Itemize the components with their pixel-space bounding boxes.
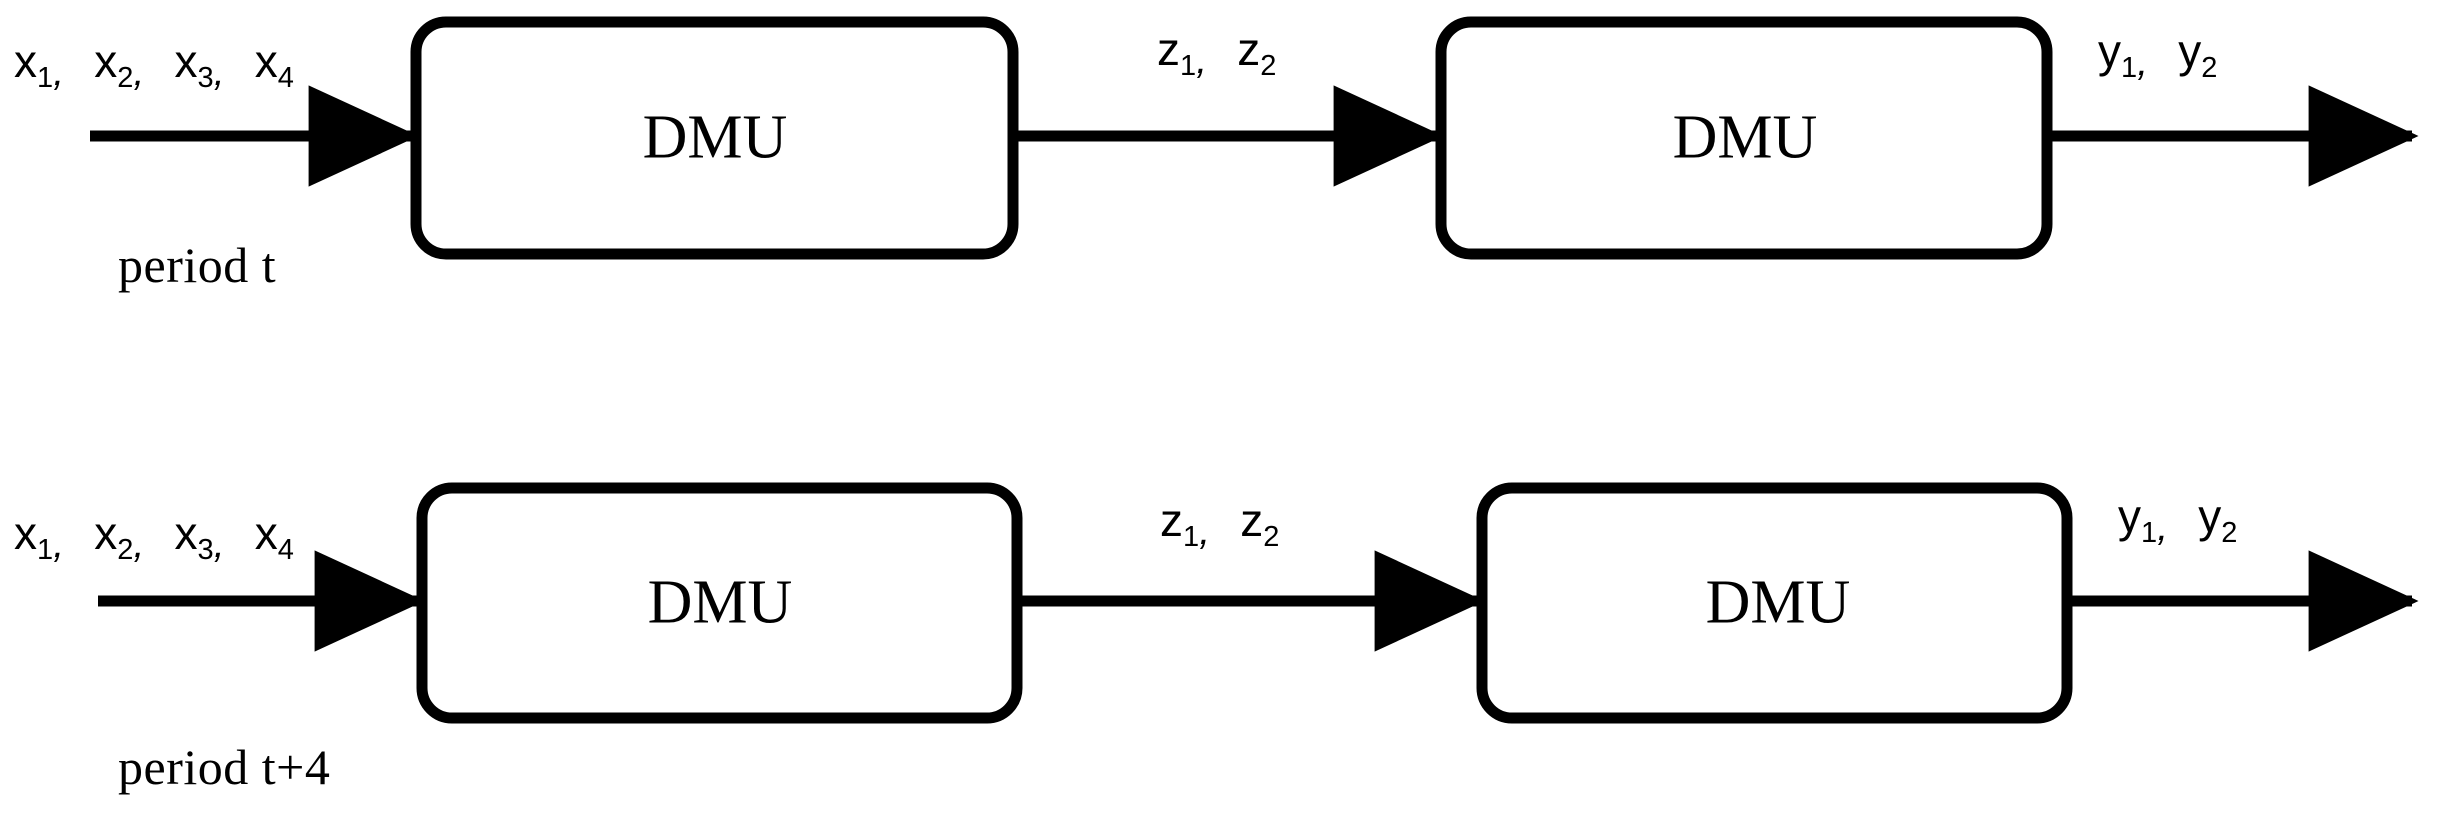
comma-icon: , — [213, 50, 225, 94]
row2-intermediate-label: z1,z2 — [1160, 494, 1279, 552]
row1-inter-sub-2: 2 — [1260, 50, 1277, 82]
row1-input-sub-3: 3 — [197, 62, 214, 94]
row2-input-sub-4: 4 — [277, 534, 294, 566]
row1-period-text: period t — [118, 237, 277, 293]
row1-input-sub-4: 4 — [277, 62, 294, 94]
row2-output-var-1: y — [2118, 490, 2141, 542]
row1-inter-var-1: z — [1157, 23, 1180, 75]
row2-input-sub-3: 3 — [197, 534, 214, 566]
row1-input-var-1: x — [14, 35, 37, 87]
row1-output-label: y1,y2 — [2098, 25, 2217, 83]
row1-stage2-label: DMU — [1672, 103, 1818, 172]
row1-input-var-2: x — [94, 35, 118, 87]
row2-output-sub-1: 1 — [2141, 517, 2158, 549]
row2-input-var-1: x — [14, 507, 37, 559]
row1-output-var-2: y — [2178, 25, 2202, 77]
comma-icon: , — [133, 50, 145, 94]
row1-inter-var-2: z — [1237, 23, 1261, 75]
row1-input-var-4: x — [254, 35, 278, 87]
row1-stage1-label: DMU — [642, 103, 788, 172]
row1-inter-sub-1: 1 — [1180, 50, 1197, 82]
comma-icon: , — [1199, 509, 1211, 553]
row2-stage2-label: DMU — [1705, 568, 1851, 637]
row1-output-var-1: y — [2098, 25, 2121, 77]
row2-inter-var-2: z — [1240, 494, 1264, 546]
comma-icon: , — [53, 522, 65, 566]
row2-stage1-label: DMU — [647, 568, 793, 637]
row2-input-var-3: x — [174, 507, 198, 559]
comma-icon: , — [2157, 505, 2169, 549]
row1-period-label: period t — [118, 240, 276, 290]
row1-input-sub-2: 2 — [117, 62, 134, 94]
comma-icon: , — [1196, 38, 1208, 82]
row2-inter-var-1: z — [1160, 494, 1183, 546]
row1-intermediate-label: z1,z2 — [1157, 23, 1276, 81]
row2-input-label: x1,x2,x3,x4 — [14, 507, 294, 565]
row1-output-sub-2: 2 — [2201, 52, 2218, 84]
row1-input-var-3: x — [174, 35, 198, 87]
row2-input-sub-1: 1 — [37, 534, 54, 566]
row2-output-sub-2: 2 — [2221, 517, 2238, 549]
row2-input-var-2: x — [94, 507, 118, 559]
comma-icon: , — [213, 522, 225, 566]
comma-icon: , — [53, 50, 65, 94]
row2-input-sub-2: 2 — [117, 534, 134, 566]
row1-input-sub-1: 1 — [37, 62, 54, 94]
row2-output-label: y1,y2 — [2118, 490, 2237, 548]
row1-output-sub-1: 1 — [2121, 52, 2138, 84]
row2-input-var-4: x — [254, 507, 278, 559]
row2-inter-sub-2: 2 — [1263, 521, 1280, 553]
comma-icon: , — [2137, 40, 2149, 84]
row2-inter-sub-1: 1 — [1183, 521, 1200, 553]
row2-period-text: period t+4 — [118, 739, 331, 795]
comma-icon: , — [133, 522, 145, 566]
row2-period-label: period t+4 — [118, 742, 330, 792]
row1-input-label: x1,x2,x3,x4 — [14, 35, 294, 93]
row2-output-var-2: y — [2198, 490, 2222, 542]
